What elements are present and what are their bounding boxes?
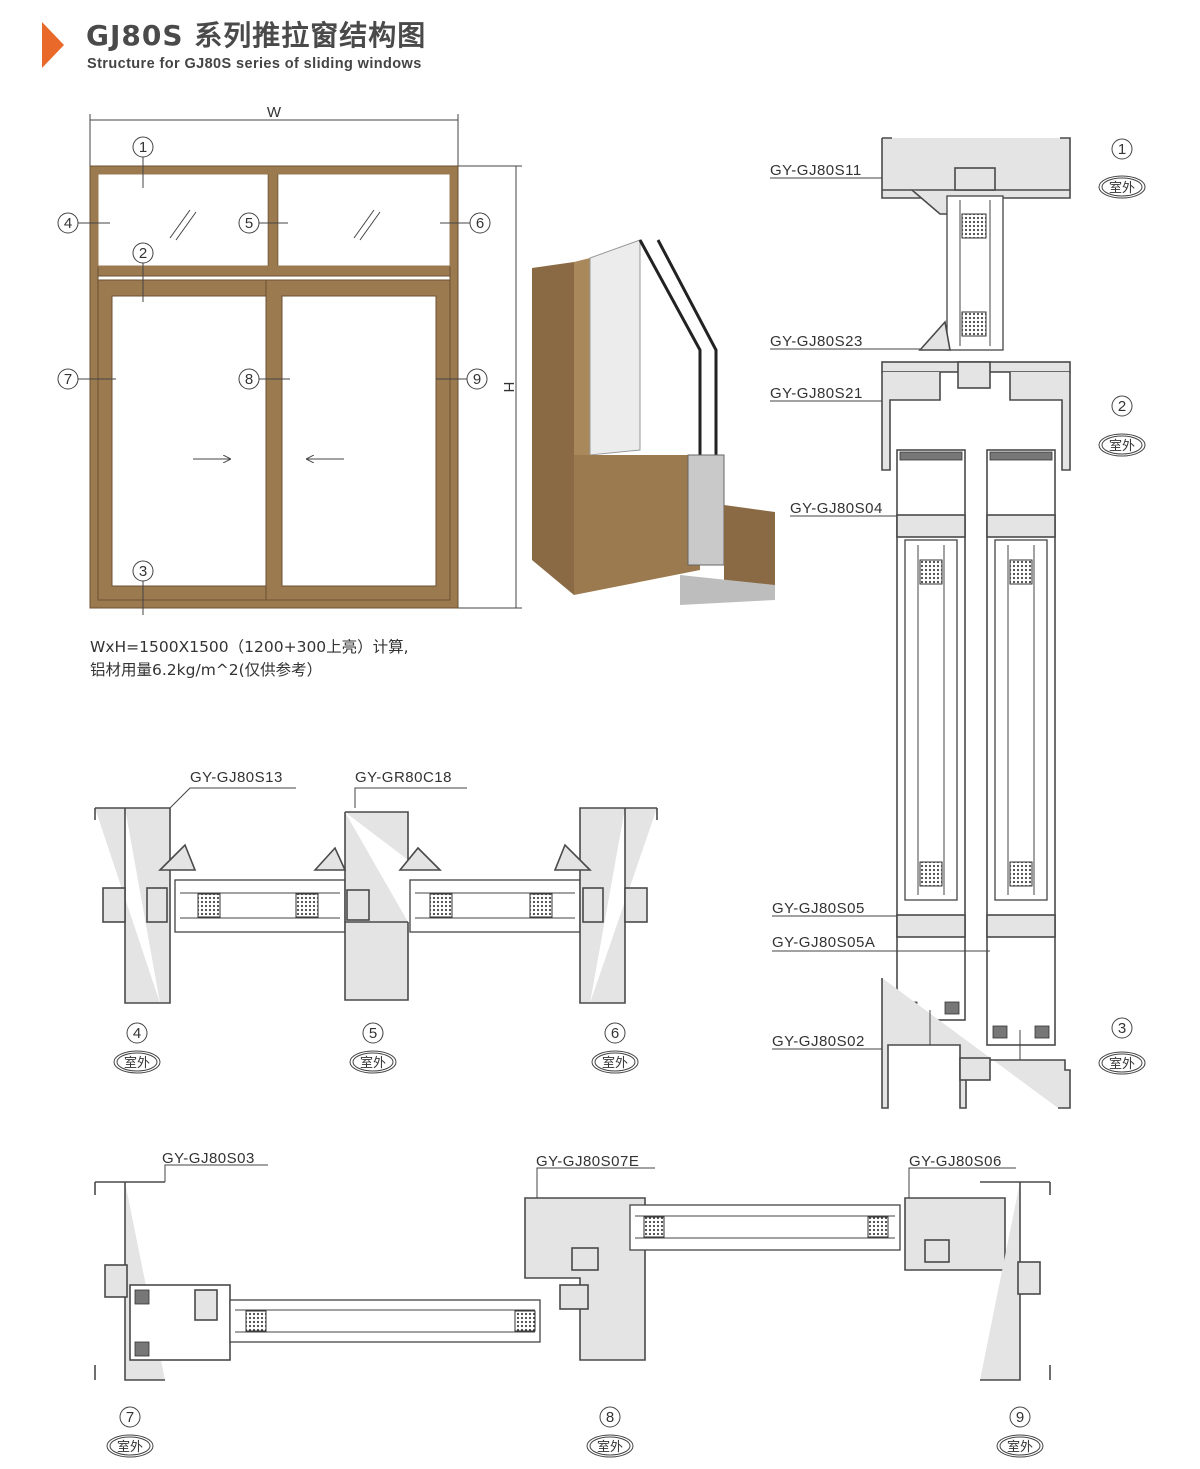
- page-title: GJ80S 系列推拉窗结构图: [86, 19, 426, 52]
- svg-text:室外: 室外: [1109, 1056, 1135, 1072]
- height-dimension-label: H: [500, 382, 517, 393]
- horizontal-section-transom: GY-GJ80S13 GY-GR80C18 4 室外 5 室外 6 室外: [94, 769, 658, 1074]
- svg-text:室外: 室外: [360, 1055, 386, 1071]
- svg-text:1: 1: [139, 139, 147, 156]
- callout-2: 2: [132, 242, 154, 264]
- part-label-s05a: GY-GJ80S05A: [772, 934, 875, 951]
- svg-text:3: 3: [139, 563, 147, 580]
- part-label-s07e: GY-GJ80S07E: [536, 1153, 639, 1170]
- outdoor-badge: 室外: [106, 1434, 154, 1458]
- svg-text:室外: 室外: [117, 1439, 143, 1455]
- outdoor-badge: 室外: [1098, 433, 1146, 457]
- svg-text:3: 3: [1118, 1020, 1126, 1037]
- svg-text:6: 6: [476, 215, 484, 232]
- svg-text:2: 2: [1118, 398, 1126, 415]
- svg-text:7: 7: [64, 371, 72, 388]
- svg-text:7: 7: [126, 1409, 134, 1426]
- section-callout-1: 1: [1111, 138, 1133, 160]
- outdoor-badge: 室外: [113, 1050, 161, 1074]
- svg-text:室外: 室外: [124, 1055, 150, 1071]
- part-label-s02: GY-GJ80S02: [772, 1033, 865, 1050]
- profile-3d-render: [532, 239, 775, 605]
- svg-text:1: 1: [1118, 141, 1126, 158]
- outdoor-badge: 室外: [349, 1050, 397, 1074]
- svg-text:9: 9: [1016, 1409, 1024, 1426]
- svg-text:室外: 室外: [1109, 180, 1135, 196]
- outdoor-badge: 室外: [996, 1434, 1044, 1458]
- spec-note-line1: WxH=1500X1500（1200+300上亮）计算,: [90, 637, 409, 656]
- outdoor-badge: 室外: [1098, 1051, 1146, 1075]
- callout-8: 8: [238, 368, 260, 390]
- callout-9: 9: [466, 368, 488, 390]
- section-callout-4: 4: [126, 1022, 148, 1044]
- part-label-s13: GY-GJ80S13: [190, 769, 283, 786]
- part-label-s05: GY-GJ80S05: [772, 900, 865, 917]
- callout-4: 4: [57, 212, 79, 234]
- svg-text:8: 8: [245, 371, 253, 388]
- callout-3: 3: [132, 560, 154, 582]
- part-label-c18: GY-GR80C18: [355, 769, 452, 786]
- part-label-s03: GY-GJ80S03: [162, 1150, 255, 1167]
- page-subtitle: Structure for GJ80S series of sliding wi…: [87, 56, 422, 72]
- part-label-s23: GY-GJ80S23: [770, 333, 863, 350]
- outdoor-badge: 室外: [591, 1050, 639, 1074]
- svg-text:9: 9: [473, 371, 481, 388]
- svg-text:6: 6: [611, 1025, 619, 1042]
- svg-text:室外: 室外: [1109, 438, 1135, 454]
- callout-1: 1: [132, 136, 154, 158]
- width-dimension-label: W: [267, 104, 282, 121]
- part-label-s06: GY-GJ80S06: [909, 1153, 1002, 1170]
- window-elevation: W H 1 2 3 4 5 6 7 8 9: [57, 104, 522, 615]
- svg-text:室外: 室外: [597, 1439, 623, 1455]
- outdoor-badge: 室外: [1098, 175, 1146, 199]
- section-callout-3: 3: [1111, 1017, 1133, 1039]
- header: GJ80S 系列推拉窗结构图 Structure for GJ80S serie…: [42, 19, 426, 72]
- section-callout-6: 6: [604, 1022, 626, 1044]
- svg-text:室外: 室外: [1007, 1439, 1033, 1455]
- section-callout-9: 9: [1009, 1406, 1031, 1428]
- svg-text:2: 2: [139, 245, 147, 262]
- part-label-s11: GY-GJ80S11: [770, 162, 862, 179]
- svg-text:8: 8: [606, 1409, 614, 1426]
- callout-7: 7: [57, 368, 79, 390]
- vertical-section: GY-GJ80S11 GY-GJ80S23 GY-GJ80S21 GY-GJ80…: [770, 137, 1146, 1109]
- part-label-s04: GY-GJ80S04: [790, 500, 883, 517]
- section-callout-2: 2: [1111, 395, 1133, 417]
- svg-text:5: 5: [369, 1025, 377, 1042]
- horizontal-section-sashes: GY-GJ80S03 GY-GJ80S07E GY-GJ80S06 7 室外 8…: [94, 1150, 1051, 1458]
- callout-5: 5: [238, 212, 260, 234]
- callout-6: 6: [469, 212, 491, 234]
- svg-text:4: 4: [64, 215, 72, 232]
- section-callout-5: 5: [362, 1022, 384, 1044]
- svg-text:室外: 室外: [602, 1055, 628, 1071]
- svg-text:4: 4: [133, 1025, 141, 1042]
- outdoor-badge: 室外: [586, 1434, 634, 1458]
- section-callout-8: 8: [599, 1406, 621, 1428]
- svg-text:5: 5: [245, 215, 253, 232]
- header-accent-triangle: [42, 22, 64, 68]
- part-label-s21: GY-GJ80S21: [770, 385, 863, 402]
- section-callout-7: 7: [119, 1406, 141, 1428]
- spec-note-line2: 铝材用量6.2kg/m^2(仅供参考）: [90, 661, 322, 679]
